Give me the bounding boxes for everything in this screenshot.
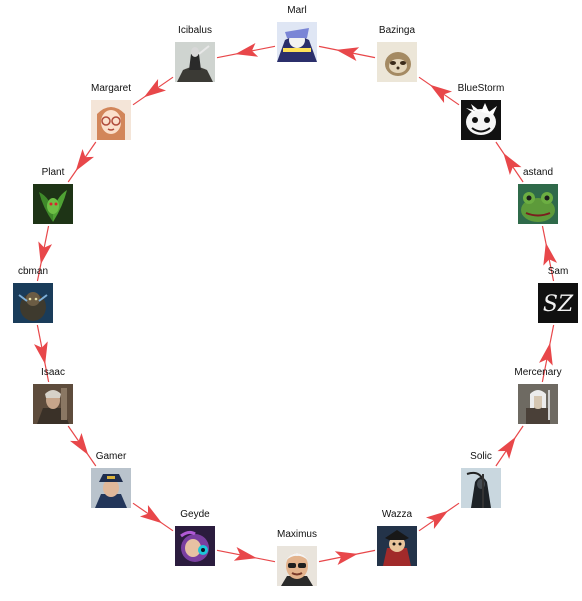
pirate-avatar-icon <box>377 526 417 566</box>
edge-cbman-to-isaac <box>33 324 50 383</box>
frog-avatar-icon <box>518 184 558 224</box>
arrowhead-icon <box>233 547 257 561</box>
anime-knight-avatar-icon <box>277 22 317 62</box>
edge-margaret-to-plant <box>67 141 97 183</box>
node-label: Wazza <box>381 509 413 520</box>
reaper-avatar-icon <box>461 468 501 508</box>
edge-mercenary-to-sam <box>538 324 555 383</box>
arrowhead-icon <box>139 504 163 524</box>
arrowhead-icon <box>334 551 358 566</box>
arrowhead-icon <box>33 341 48 365</box>
edge-gamer-to-geyde <box>132 502 174 532</box>
sz-logo-avatar-icon: SZ <box>538 283 578 323</box>
arrowhead-icon <box>543 242 558 266</box>
armored-figure-avatar-icon <box>13 283 53 323</box>
node-label: Solic <box>470 451 492 462</box>
sloth-avatar-icon <box>377 42 417 82</box>
node-label: Maximus <box>276 529 317 540</box>
cartoon-face-avatar-icon <box>461 100 501 140</box>
edge-sam-to-astand <box>541 225 558 282</box>
glasses-girl-avatar-icon <box>91 100 131 140</box>
node-label: Marl <box>287 5 307 16</box>
node-label: astand <box>522 167 554 178</box>
edge-bazinga-to-marl <box>318 45 376 62</box>
arrowhead-icon <box>425 510 449 530</box>
node-label: Bazinga <box>378 25 416 36</box>
node-label: Icibalus <box>178 25 212 36</box>
node-label: Gamer <box>95 451 127 462</box>
edge-bluestorm-to-bazinga <box>418 76 460 106</box>
arrowhead-icon <box>538 342 553 366</box>
old-man-avatar-icon <box>277 546 317 586</box>
warrior-avatar-icon <box>33 384 73 424</box>
svg-text:SZ: SZ <box>543 292 574 317</box>
edge-geyde-to-maximus <box>216 547 276 563</box>
node-label: Mercenary <box>514 367 562 378</box>
witcher-avatar-icon <box>518 384 558 424</box>
edge-solic-to-mercenary <box>495 425 524 467</box>
edge-astand-to-bluestorm <box>495 141 524 183</box>
edge-maximus-to-wazza <box>318 549 376 566</box>
arrowhead-icon <box>38 241 53 265</box>
edge-wazza-to-solic <box>418 502 460 532</box>
rider-avatar-icon <box>175 42 215 82</box>
arrowhead-icon <box>497 436 516 460</box>
squid-girl-avatar-icon <box>175 526 215 566</box>
captain-avatar-icon <box>91 468 131 508</box>
arrowhead-icon <box>429 84 453 104</box>
arrowhead-icon <box>143 78 167 98</box>
arrowhead-icon <box>235 43 259 57</box>
node-label: Geyde <box>180 509 210 520</box>
node-label: Isaac <box>41 367 65 378</box>
arrowhead-icon <box>75 148 95 172</box>
edge-isaac-to-gamer <box>67 425 97 467</box>
edge-marl-to-icibalus <box>216 43 276 59</box>
node-label: cbman <box>17 266 48 277</box>
edge-icibalus-to-margaret <box>132 76 174 106</box>
plant-avatar-icon <box>33 184 73 224</box>
arrowhead-icon <box>503 152 522 176</box>
arrowhead-icon <box>336 47 360 62</box>
node-label: Plant <box>41 167 65 178</box>
node-label: BlueStorm <box>457 83 505 94</box>
arrowhead-icon <box>69 432 89 456</box>
node-label: Sam <box>547 266 569 277</box>
node-label: Margaret <box>90 83 131 94</box>
edge-plant-to-cbman <box>36 225 53 282</box>
